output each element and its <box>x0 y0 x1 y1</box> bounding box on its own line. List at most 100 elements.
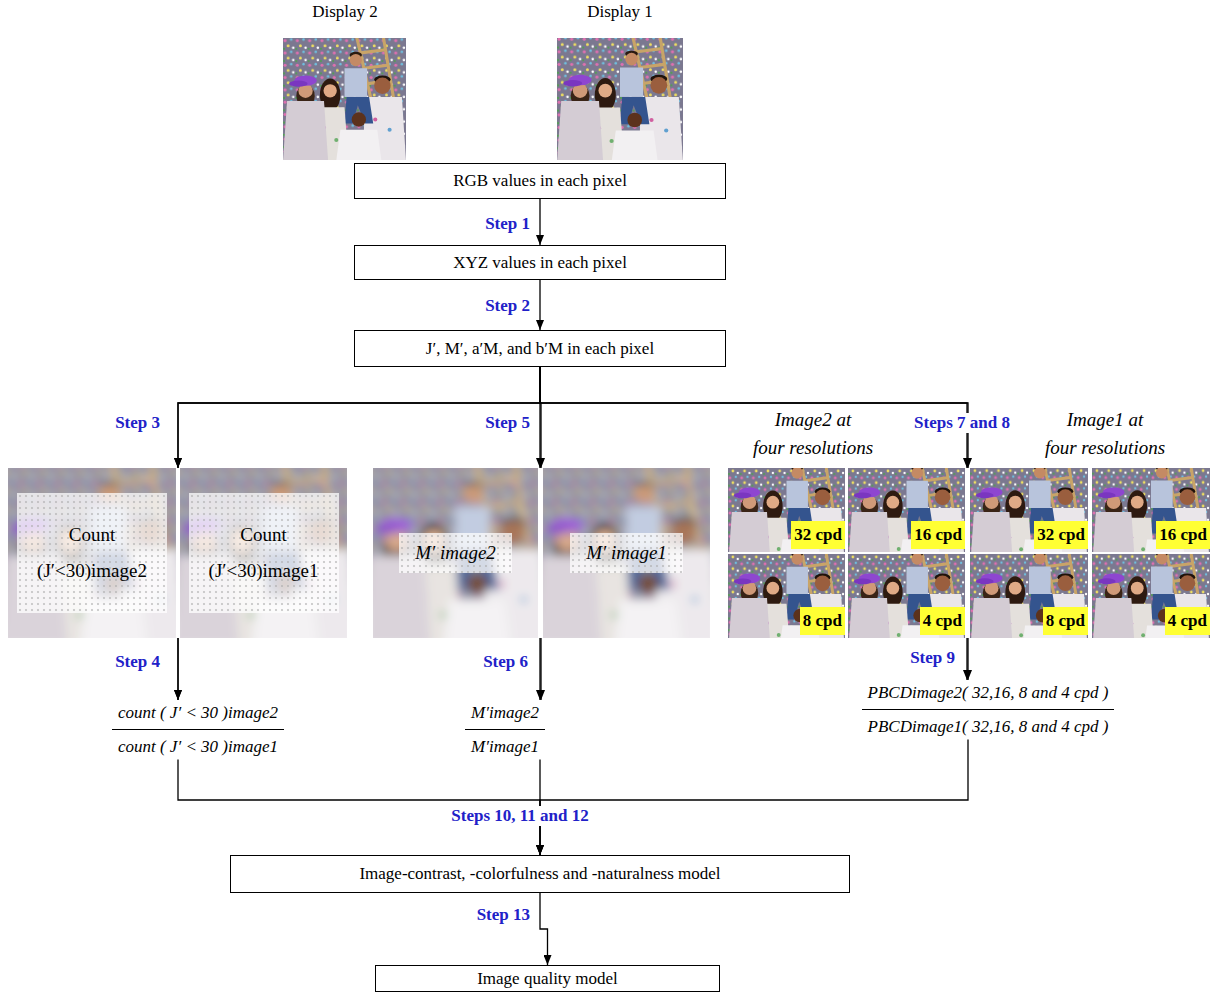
image-panel: M′ image1 <box>543 468 710 638</box>
photo-resolution <box>1092 451 1210 569</box>
resolution-tag: 32 cpd <box>1034 521 1088 549</box>
connector <box>540 893 548 965</box>
node-text: XYZ values in each pixel <box>453 253 627 273</box>
process-box: XYZ values in each pixel <box>354 245 726 280</box>
connector <box>540 740 968 856</box>
connector <box>178 367 540 468</box>
step-label: Steps 7 and 8 <box>912 413 1012 433</box>
node-text: M′ image1 <box>570 533 683 573</box>
step-label-holder: Steps 7 and 8 <box>912 413 1012 433</box>
resolution-panel: 32 cpd <box>970 468 1088 552</box>
image-panel: Count (J′<30)image2 <box>8 468 176 638</box>
step-label-holder: Step 3 <box>113 413 162 433</box>
step-label-holder: Step 9 <box>908 648 957 668</box>
resolution-panel: 16 cpd <box>848 468 965 552</box>
step-label-holder: Step 5 <box>483 413 532 433</box>
step-label-holder: Steps 10, 11 and 12 <box>449 806 590 826</box>
display-label: Display 1 <box>587 2 653 22</box>
resolution-panel: 8 cpd <box>728 554 845 638</box>
step-label: Step 13 <box>475 905 532 925</box>
display-label: Display 2 <box>312 2 378 22</box>
step-label: Step 6 <box>481 652 530 672</box>
photo-resolution <box>970 537 1088 655</box>
step-label: Step 3 <box>113 413 162 433</box>
connector <box>966 638 967 680</box>
resolution-tag: 16 cpd <box>911 521 965 549</box>
blurred-photo <box>543 468 710 638</box>
step-label-holder: Step 6 <box>481 652 530 672</box>
blurred-photo <box>373 468 538 638</box>
node-text: M′image2 <box>465 700 545 730</box>
resolution-tag: 32 cpd <box>791 521 845 549</box>
resolution-tag: 16 cpd <box>1156 521 1210 549</box>
step-label: Steps 10, 11 and 12 <box>449 806 590 826</box>
connector <box>539 199 540 245</box>
blurred-photo <box>8 468 176 638</box>
step-label: Step 4 <box>113 652 162 672</box>
node-text: Count (J′<30)image2 <box>17 493 167 613</box>
node-text: PBCDimage2( 32,16, 8 and 4 cpd ) <box>862 680 1115 710</box>
ratio-fraction: PBCDimage2( 32,16, 8 and 4 cpd ) PBCDimag… <box>848 680 1128 740</box>
step-label-holder: Step 4 <box>113 652 162 672</box>
resolution-tag: 4 cpd <box>920 607 965 635</box>
connector <box>540 638 541 700</box>
photo-resolution <box>728 452 845 569</box>
blurred-photo <box>180 468 347 638</box>
step-label: Step 9 <box>908 648 957 668</box>
node-text: Image-contrast, -colorfulness and -natur… <box>359 864 720 884</box>
node-text: M′image1 <box>465 734 545 759</box>
image-panel: M′ image2 <box>373 468 538 638</box>
image-group: Image2 at four resolutions32 cpd16 cpd8 … <box>728 468 965 638</box>
connector <box>967 638 968 680</box>
connector <box>539 280 540 330</box>
ratio-fraction: count ( J′ < 30 )image2 count ( J′ < 30 )… <box>78 700 318 760</box>
group-heading: Image1 at four resolutions <box>1010 406 1200 462</box>
node-text: RGB values in each pixel <box>453 171 627 191</box>
display-label-holder: Display 2 <box>312 2 378 22</box>
node-text: PBCDimage1( 32,16, 8 and 4 cpd ) <box>862 714 1115 739</box>
step-label: Step 5 <box>483 413 532 433</box>
step-label: Step 2 <box>483 296 532 316</box>
connector <box>177 638 178 700</box>
node-text: J′, M′, a′M, and b′M in each pixel <box>426 339 654 359</box>
resolution-panel: 8 cpd <box>970 554 1088 638</box>
photo-display-1 <box>557 36 683 162</box>
photo-resolution <box>970 451 1088 569</box>
connector <box>540 367 968 468</box>
step-label: Step 1 <box>483 214 532 234</box>
photo-resolution <box>848 538 965 655</box>
step-label-holder: Step 2 <box>483 296 532 316</box>
photo-display-2 <box>283 38 406 161</box>
resolution-tag: 8 cpd <box>1043 607 1088 635</box>
photo-resolution <box>728 538 845 655</box>
image-group: Image1 at four resolutions32 cpd16 cpd8 … <box>970 468 1210 638</box>
display-label-holder: Display 1 <box>587 2 653 22</box>
connector <box>539 638 540 700</box>
resolution-panel: 4 cpd <box>848 554 965 638</box>
photo-resolution <box>848 452 965 569</box>
resolution-panel: 4 cpd <box>1092 554 1210 638</box>
step-label-holder: Step 1 <box>483 214 532 234</box>
resolution-tag: 8 cpd <box>800 607 845 635</box>
image-panel: Count (J′<30)image1 <box>180 468 347 638</box>
model-box: Image-contrast, -colorfulness and -natur… <box>230 855 850 893</box>
step-label-holder: Step 13 <box>475 905 532 925</box>
connector <box>540 367 967 468</box>
connector <box>177 638 178 700</box>
model-box: Image quality model <box>375 965 720 992</box>
node-text: Count (J′<30)image1 <box>189 493 339 613</box>
ratio-fraction: M′image2M′image1 <box>460 700 550 760</box>
resolution-panel: 32 cpd <box>728 468 845 552</box>
node-text: count ( J′ < 30 )image2 <box>112 700 284 730</box>
node-text: Image quality model <box>477 969 618 989</box>
group-heading: Image2 at four resolutions <box>718 406 908 462</box>
node-text: count ( J′ < 30 )image1 <box>112 734 284 759</box>
process-box: J′, M′, a′M, and b′M in each pixel <box>354 330 726 367</box>
node-text: M′ image2 <box>399 533 512 573</box>
photo-resolution <box>1092 537 1210 655</box>
resolution-tag: 4 cpd <box>1165 607 1210 635</box>
connector <box>178 367 540 468</box>
